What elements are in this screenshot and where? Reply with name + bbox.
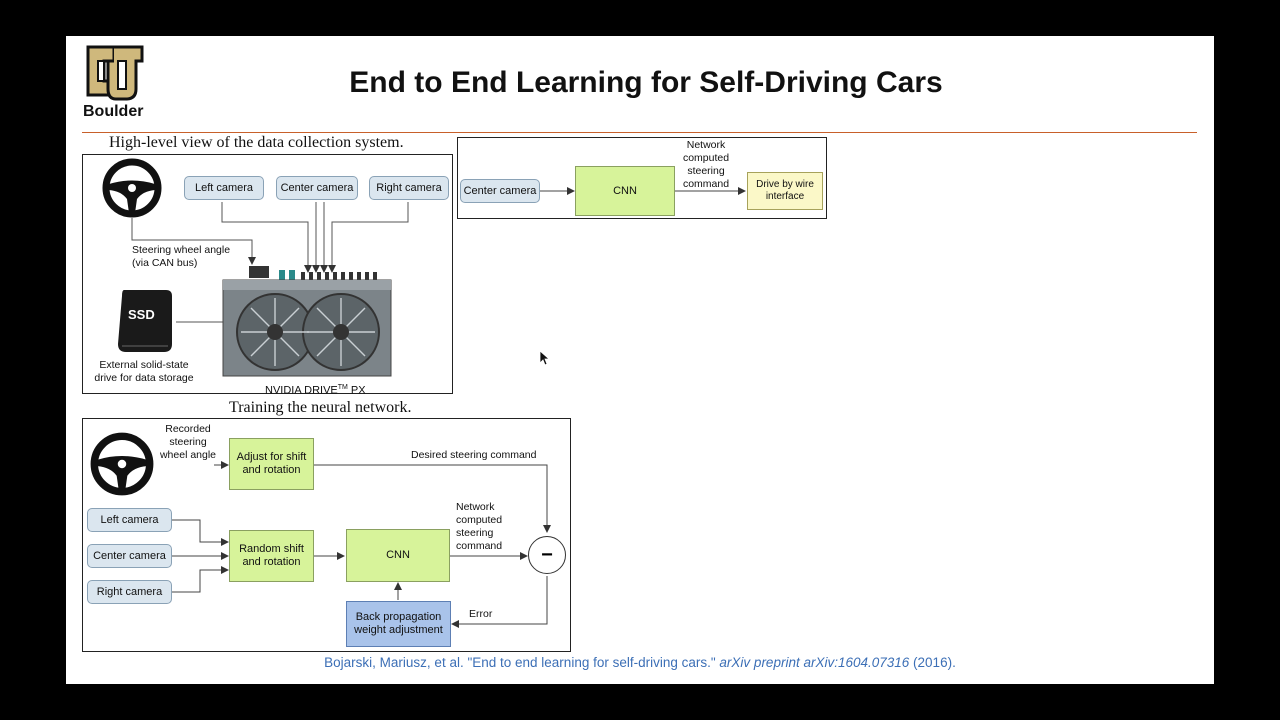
- citation: Bojarski, Mariusz, et al. "End to end le…: [324, 655, 956, 670]
- collection-connectors: [131, 202, 409, 323]
- inference-cnn-box: CNN: [575, 166, 675, 216]
- storage-label: External solid-state drive for data stor…: [94, 359, 194, 384]
- training-cnn-box: CNN: [346, 529, 450, 582]
- drive-px-unit-icon: [222, 266, 392, 377]
- training-network-label: Network computed steering command: [456, 501, 503, 552]
- backprop-box: Back propagation weight adjustment: [346, 601, 451, 647]
- right-camera-box: Right camera: [369, 176, 449, 200]
- title-divider: [82, 132, 1197, 133]
- inference-network-label: Network computed steering command: [682, 139, 730, 190]
- drive-px-label: NVIDIA DRIVETM PX: [265, 384, 366, 397]
- steering-angle-label: Steering wheel angle (via CAN bus): [132, 244, 231, 269]
- collection-caption: High-level view of the data collection s…: [109, 134, 404, 151]
- ssd-icon: [118, 290, 172, 352]
- slide: Boulder End to End Learning for Self-Dri…: [66, 36, 1214, 684]
- error-label: Error: [469, 608, 493, 620]
- center-camera-box: Center camera: [276, 176, 358, 200]
- adjust-shift-box: Adjust for shift and rotation: [229, 438, 314, 490]
- training-connectors: [172, 461, 551, 628]
- drive-by-wire-box: Drive by wire interface: [747, 172, 823, 210]
- random-shift-box: Random shift and rotation: [229, 530, 314, 582]
- page-title: End to End Learning for Self-Driving Car…: [349, 66, 943, 99]
- training-center-camera-box: Center camera: [87, 544, 172, 568]
- inference-center-camera-box: Center camera: [460, 179, 540, 203]
- mouse-cursor-icon: [539, 350, 551, 366]
- steering-wheel-icon: [102, 158, 162, 218]
- desired-command-label: Desired steering command: [411, 449, 537, 461]
- minus-node: −: [528, 536, 566, 574]
- ssd-label: SSD: [128, 307, 155, 322]
- collection-diagram-frame: [82, 154, 453, 394]
- training-steering-wheel-icon: [90, 432, 154, 496]
- left-camera-box: Left camera: [184, 176, 264, 200]
- recorded-angle-label: Recorded steering wheel angle: [159, 423, 217, 461]
- inference-diagram-frame: [457, 137, 827, 219]
- training-caption: Training the neural network.: [229, 399, 412, 416]
- logo-text: Boulder: [83, 103, 144, 120]
- inference-connectors: [540, 187, 746, 195]
- training-diagram-frame: [82, 418, 571, 652]
- training-right-camera-box: Right camera: [87, 580, 172, 604]
- training-left-camera-box: Left camera: [87, 508, 172, 532]
- cu-logo-icon: [86, 45, 144, 101]
